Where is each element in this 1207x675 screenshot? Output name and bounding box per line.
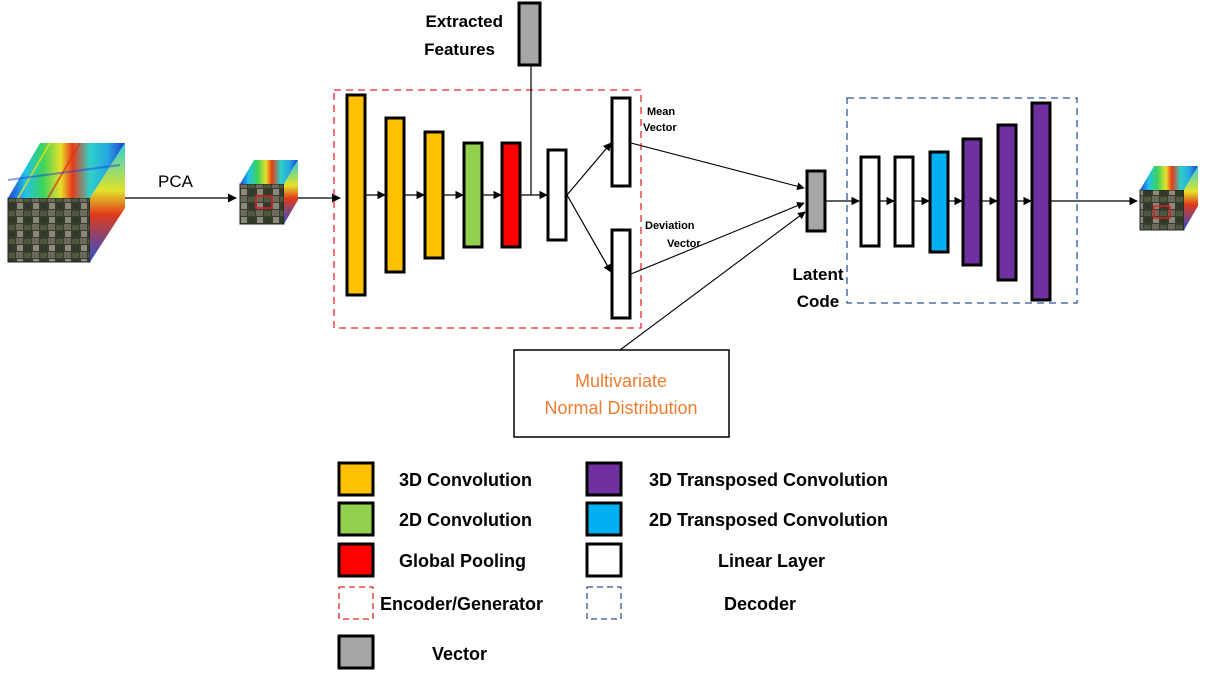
- latent-code-label-line1: Latent: [793, 265, 844, 284]
- legend: 3D Convolution 2D Convolution Global Poo…: [337, 461, 888, 670]
- decoder-tconv3d-layer-2: [996, 123, 1018, 282]
- deviation-vector-label-line2: Vector: [667, 238, 701, 250]
- decoder-box: [846, 97, 1078, 304]
- decoder-tconv3d-layer-1: [961, 137, 983, 267]
- legend-label-conv2d: 2D Convolution: [399, 510, 532, 530]
- legend-swatch-encoder: [338, 586, 374, 620]
- legend-swatch-conv3d: [337, 461, 375, 497]
- latent-arrows: [619, 142, 806, 351]
- hyperspectral-cube-icon: [7, 142, 125, 263]
- mean-vector-label-line1: Mean: [647, 106, 675, 118]
- decoder-linear-layer-1: [859, 155, 881, 248]
- deviation-vector-label-line1: Deviation: [645, 220, 695, 232]
- encoder-conv3d-layer-2: [384, 116, 406, 274]
- legend-label-tconv2d: 2D Transposed Convolution: [649, 510, 888, 530]
- legend-swatch-linear: [585, 542, 623, 578]
- legend-label-conv3d: 3D Convolution: [399, 470, 532, 490]
- legend-label-vector: Vector: [432, 644, 487, 664]
- latent-code-label-line2: Code: [797, 292, 840, 311]
- mean-vector-label-line2: Vector: [643, 122, 677, 134]
- distribution-label-line2: Normal Distribution: [544, 398, 697, 418]
- encoder-conv3d-layer-1: [345, 93, 367, 297]
- mean-vector-layer: [610, 96, 632, 188]
- decoder-tconv3d-layer-3: [1030, 101, 1052, 302]
- legend-label-global-pooling: Global Pooling: [399, 551, 526, 571]
- decoder-tconv2d-layer: [928, 150, 950, 254]
- legend-swatch-tconv3d: [585, 461, 623, 497]
- encoder-generator-box: [333, 89, 642, 329]
- legend-label-linear: Linear Layer: [718, 551, 825, 571]
- multivariate-normal-distribution-box: [513, 349, 730, 438]
- extracted-features-vector: [517, 1, 542, 67]
- encoder-linear-layer: [546, 148, 568, 242]
- encoder-conv3d-layer-3: [423, 130, 445, 260]
- distribution-label-line1: Multivariate: [575, 371, 667, 391]
- pca-label: PCA: [158, 172, 194, 191]
- encoder-conv2d-layer: [462, 141, 484, 249]
- legend-swatch-global-pooling: [337, 542, 375, 578]
- legend-swatch-conv2d: [337, 501, 375, 537]
- legend-label-tconv3d: 3D Transposed Convolution: [649, 470, 888, 490]
- latent-code-vector: [805, 169, 827, 233]
- legend-swatch-vector: [337, 634, 375, 670]
- legend-swatch-tconv2d: [585, 501, 623, 537]
- deviation-vector-layer: [610, 228, 632, 320]
- decoder-linear-layer-2: [893, 155, 915, 248]
- extracted-features-label-line1: Extracted: [426, 12, 503, 31]
- legend-swatch-decoder: [586, 586, 622, 620]
- legend-label-encoder: Encoder/Generator: [380, 594, 543, 614]
- encoder-arrows: [366, 43, 612, 273]
- encoder-global-pooling-layer: [500, 141, 522, 249]
- reconstructed-cube-icon: [1139, 166, 1198, 231]
- legend-label-decoder: Decoder: [724, 594, 796, 614]
- extracted-features-label-line2: Features: [424, 40, 495, 59]
- reduced-cube-icon: [239, 160, 298, 225]
